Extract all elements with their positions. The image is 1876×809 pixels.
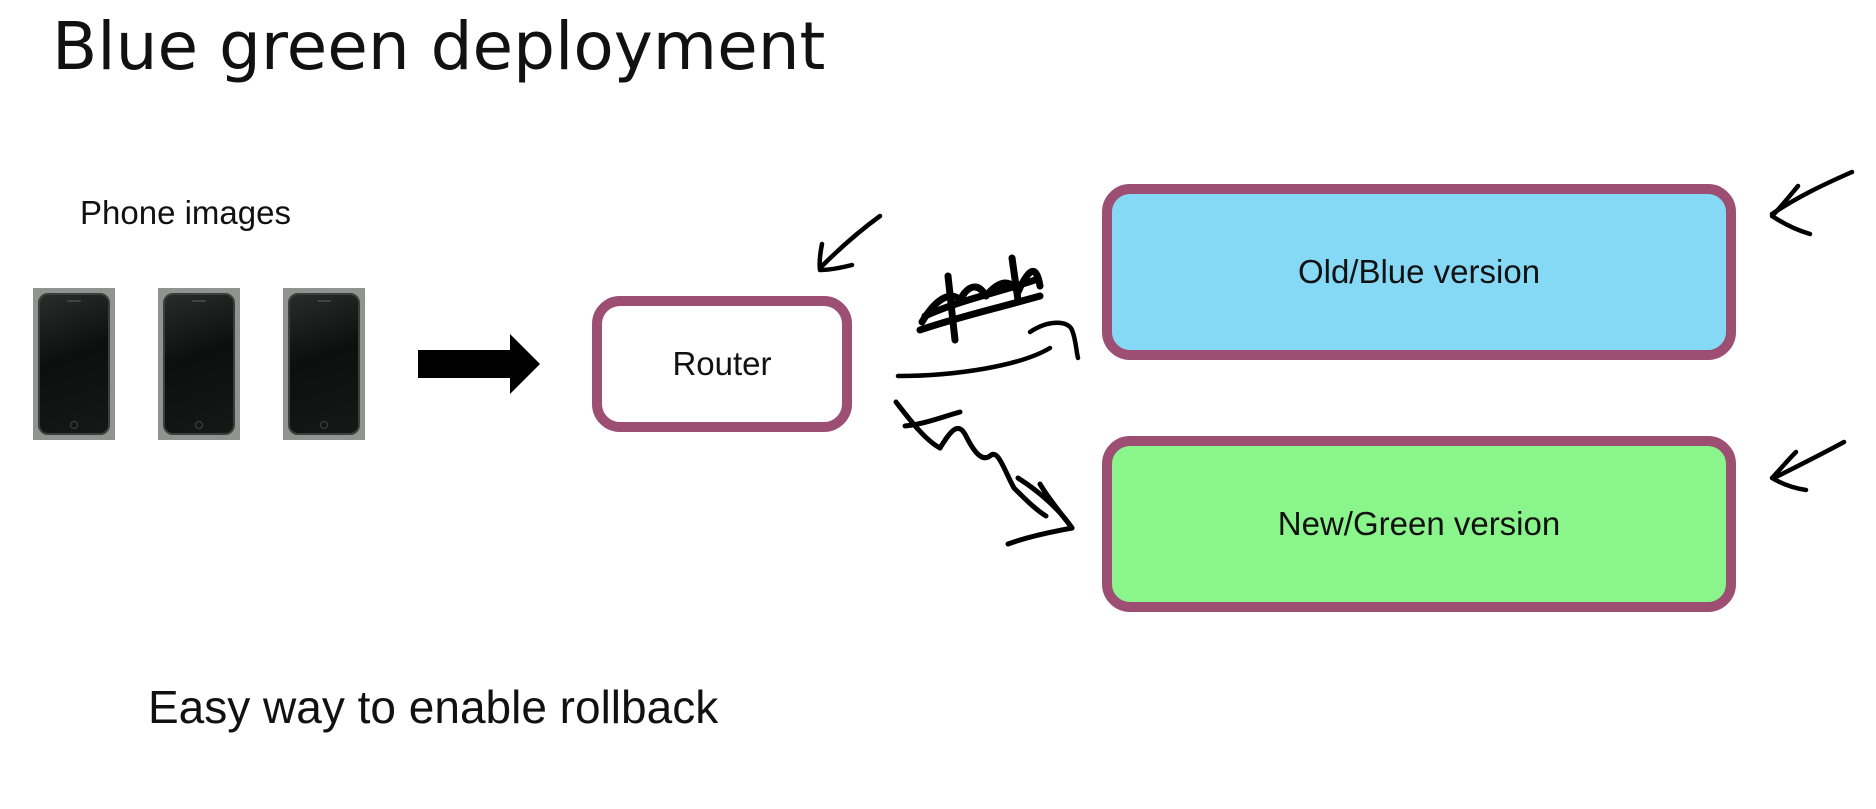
- footer-caption: Easy way to enable rollback: [148, 681, 719, 733]
- hand-connector-new: [893, 399, 1075, 547]
- hand-connector-old: [895, 320, 1081, 379]
- new-version-box: New/Green version: [1102, 436, 1736, 612]
- new-version-label: New/Green version: [1277, 505, 1561, 542]
- right-arrow-icon: [418, 334, 540, 394]
- smartphone-icon: [33, 288, 115, 440]
- slide-title: Blue green deployment: [52, 8, 826, 85]
- router-box: Router: [592, 296, 852, 432]
- old-version-box: Old/Blue version: [1102, 184, 1736, 360]
- old-version-label: Old/Blue version: [1297, 253, 1541, 290]
- smartphone-icon: [158, 288, 240, 440]
- crossed-out-scribble: [916, 254, 1044, 344]
- hand-arrow-router: [817, 213, 883, 273]
- smartphone-icon: [283, 288, 365, 440]
- router-label: Router: [672, 345, 772, 382]
- hand-arrow-new: [1769, 439, 1847, 493]
- phones-label: Phone images: [80, 194, 291, 231]
- hand-arrow-old: [1769, 169, 1855, 237]
